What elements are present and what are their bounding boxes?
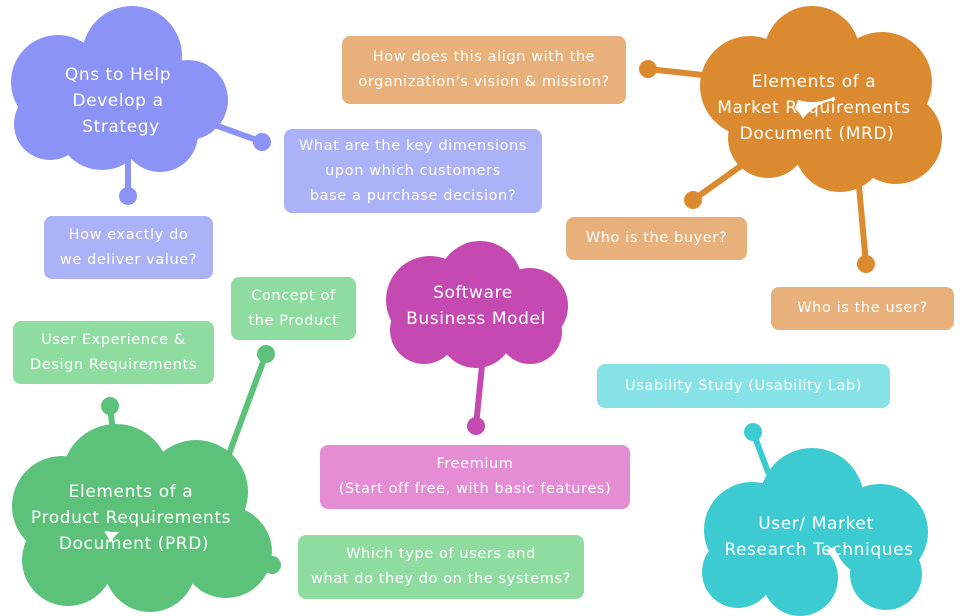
box-concept: Concept of the Product — [231, 277, 356, 340]
connector-dot — [257, 345, 275, 363]
box-ux-design: User Experience & Design Requirements — [13, 321, 214, 384]
box-deliver-value-line: we deliver value? — [59, 251, 198, 268]
connector-dot — [253, 133, 271, 151]
connector-mrd-user — [855, 172, 869, 267]
box-freemium-line: (Start off free, with basic features) — [338, 481, 612, 497]
box-key-dimensions-line: base a purchase decision? — [309, 187, 517, 204]
box-concept-line: Concept of — [251, 287, 336, 304]
cloud-prd — [12, 424, 272, 612]
cloud-strategy-line: Develop a — [72, 91, 163, 111]
connector-dot — [744, 423, 762, 441]
cloud-business-label: Software Business Model — [406, 283, 546, 329]
cloud-strategy-label: Qns to Help Develop a Strategy — [65, 65, 177, 137]
cloud-mrd — [700, 6, 942, 192]
cloud-strategy-line: Strategy — [82, 117, 160, 137]
box-vision-mission: How does this align with the organizatio… — [342, 36, 626, 104]
cloud-mrd-line: Document (MRD) — [740, 124, 895, 144]
cloud-research-label: User/ Market Research Techniques — [724, 514, 913, 560]
cloud-prd-label: Elements of a Product Requirements Docum… — [31, 482, 237, 554]
box-vision-mission-line: How does this align with the — [372, 49, 596, 65]
box-user-line: Who is the user? — [797, 300, 928, 316]
cloud-research — [702, 448, 928, 616]
cloud-prd-line: Product Requirements — [31, 508, 231, 528]
box-key-dimensions-line: What are the key dimensions — [298, 137, 528, 154]
connector-dot — [857, 255, 875, 273]
box-user: Who is the user? — [771, 287, 954, 330]
box-concept-line: the Product — [248, 312, 339, 329]
connector-dot — [639, 60, 657, 78]
cloud-business — [386, 241, 568, 368]
cloud-mrd-line: Market Requirements — [717, 98, 910, 118]
box-freemium: Freemium (Start off free, with basic fea… — [320, 445, 630, 509]
box-usability-line: Usability Study (Usability Lab) — [625, 377, 862, 394]
cloud-mrd-label: Elements of a Market Requirements Docume… — [717, 72, 916, 144]
box-users-systems-line: Which type of users and — [346, 546, 536, 562]
box-deliver-value: How exactly do we deliver value? — [44, 216, 213, 279]
connector-dot — [467, 417, 485, 435]
connector-dot — [119, 187, 137, 205]
box-vision-mission-line: organization's vision & mission? — [358, 74, 610, 90]
box-ux-design-line: User Experience & — [41, 331, 186, 348]
cloud-research-line: Research Techniques — [724, 540, 913, 560]
cloud-business-line: Business Model — [406, 309, 546, 329]
connector-dot — [684, 191, 702, 209]
box-key-dimensions: What are the key dimensions upon which c… — [284, 129, 542, 213]
box-freemium-line: Freemium — [436, 456, 514, 472]
cloud-mrd-line: Elements of a — [752, 72, 877, 92]
cloud-prd-line: Document (PRD) — [59, 534, 209, 554]
connector-dot — [101, 397, 119, 415]
box-usability: Usability Study (Usability Lab) — [597, 364, 890, 408]
box-ux-design-line: Design Requirements — [30, 356, 197, 373]
box-key-dimensions-line: upon which customers — [325, 162, 501, 179]
cloud-strategy-line: Qns to Help — [65, 65, 171, 85]
connector-prd-concept — [223, 351, 269, 465]
cloud-research-line: User/ Market — [758, 514, 874, 534]
box-deliver-value-line: How exactly do — [68, 226, 189, 243]
box-users-systems: Which type of users and what do they do … — [298, 535, 584, 599]
box-buyer: Who is the buyer? — [566, 217, 747, 260]
cloud-prd-line: Elements of a — [69, 482, 194, 502]
cloud-strategy — [11, 6, 228, 172]
box-buyer-line: Who is the buyer? — [585, 230, 728, 246]
cloud-business-line: Software — [433, 283, 513, 303]
box-users-systems-line: what do they do on the systems? — [311, 571, 571, 587]
